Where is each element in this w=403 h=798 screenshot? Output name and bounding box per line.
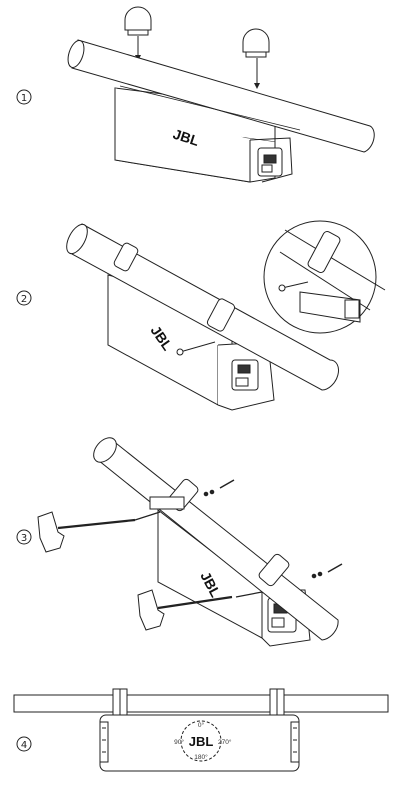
step-3-illustration [16,437,343,647]
hex-key-icon [37,511,136,553]
clamp-icon [124,6,152,61]
mounting-pole [13,694,389,713]
screw-icon [176,341,216,356]
angle-label-left: 90° [174,738,184,746]
step-4-number: 4 [21,740,27,751]
brand-logo: JBL [171,126,202,150]
step-1-number: 1 [21,93,27,104]
step-2-number: 2 [21,294,27,305]
clamp-icon [113,242,236,332]
step-1-marker [16,89,32,105]
speaker-body [99,714,300,772]
bracket-icon [112,688,285,718]
hex-key-icon [137,589,233,631]
speaker-body [107,274,275,411]
clamp-icon [242,28,270,89]
mounting-pole [67,39,375,153]
mounting-pole [66,223,339,391]
screw-icon [311,563,343,579]
angle-label-top: 0° [198,721,205,729]
step-3-number: 3 [21,533,27,544]
detail-magnifier [263,220,386,334]
step-1-illustration [16,6,375,183]
speaker-body [157,508,311,647]
step-4-illustration [13,688,389,772]
step-2-marker [16,290,32,306]
rotation-indicator [180,720,222,762]
step-4-marker [16,736,32,752]
step-2-illustration [16,220,386,411]
step-3-marker [16,529,32,545]
angle-label-right: 270° [218,738,232,746]
speaker-body [114,87,293,183]
mounting-pole [93,437,339,641]
angle-label-bottom: 180° [194,753,208,761]
screw-icon [203,479,235,497]
brand-logo: JBL [189,734,214,749]
